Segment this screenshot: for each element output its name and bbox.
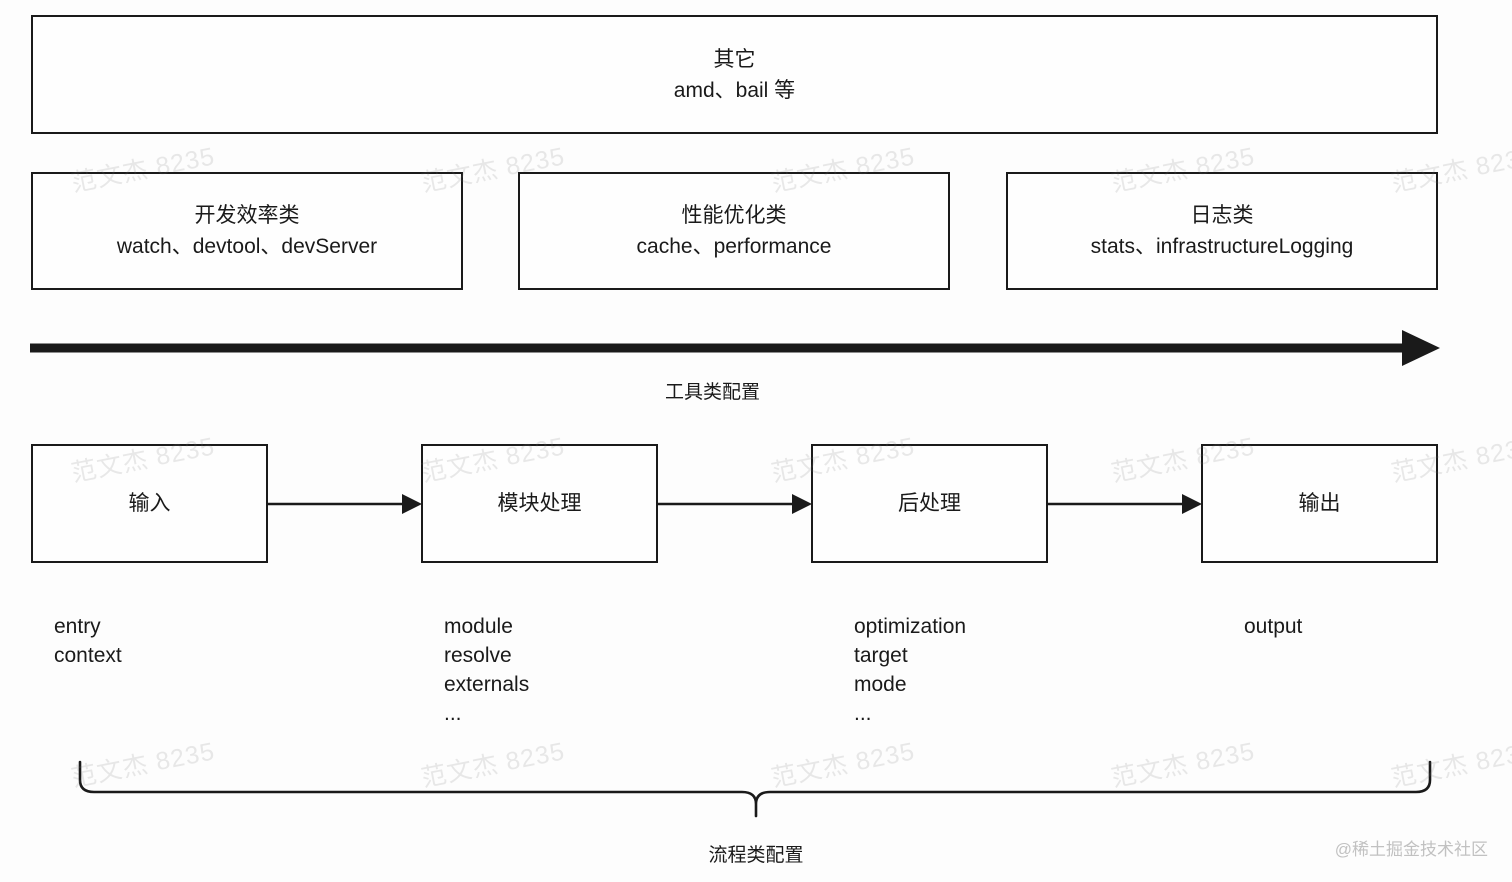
- category-box-performance: 性能优化类 cache、performance: [518, 172, 950, 290]
- option-item: target: [854, 644, 908, 667]
- option-item: mode: [854, 673, 907, 696]
- option-item: output: [1244, 615, 1303, 638]
- category-heading: 日志类: [1190, 204, 1254, 227]
- flow-config-brace: [78, 760, 1432, 818]
- other-config-box: 其它 amd、bail 等: [31, 15, 1438, 134]
- flow-box-post-processing: 后处理: [811, 444, 1048, 563]
- option-list-post-processing: optimization target mode ...: [854, 612, 966, 728]
- option-list-input: entry context: [54, 612, 122, 670]
- flow-connector-post-to-output: [1048, 494, 1202, 514]
- option-item: ...: [854, 702, 872, 725]
- flow-box-output: 输出: [1201, 444, 1438, 563]
- option-item: externals: [444, 673, 530, 696]
- option-list-module-processing: module resolve externals ...: [444, 612, 529, 728]
- flow-box-label: 模块处理: [497, 492, 582, 515]
- flow-box-label: 后处理: [898, 492, 961, 515]
- category-items: cache、performance: [636, 235, 832, 258]
- community-watermark: @稀土掘金技术社区: [1334, 840, 1488, 859]
- category-items: stats、infrastructureLogging: [1090, 235, 1354, 258]
- category-heading: 开发效率类: [194, 204, 300, 227]
- category-items: watch、devtool、devServer: [116, 235, 378, 258]
- flow-box-label: 输出: [1298, 492, 1341, 515]
- flow-box-module-processing: 模块处理: [421, 444, 658, 563]
- option-item: context: [54, 644, 122, 667]
- option-list-output: output: [1244, 612, 1302, 641]
- option-item: module: [444, 615, 513, 638]
- flow-box-input: 输入: [31, 444, 268, 563]
- flow-connector-input-to-module: [268, 494, 422, 514]
- other-config-heading: 其它: [713, 47, 756, 71]
- flow-box-label: 输入: [128, 492, 171, 515]
- category-box-logging: 日志类 stats、infrastructureLogging: [1006, 172, 1438, 290]
- option-item: resolve: [444, 644, 512, 667]
- option-item: ...: [444, 702, 462, 725]
- option-item: optimization: [854, 615, 967, 638]
- flow-config-brace-label: 流程类配置: [708, 845, 804, 866]
- tool-config-arrow-label: 工具类配置: [664, 382, 760, 403]
- other-config-items: amd、bail 等: [673, 78, 796, 102]
- category-heading: 性能优化类: [681, 204, 787, 227]
- option-item: entry: [54, 615, 101, 638]
- category-box-dev-efficiency: 开发效率类 watch、devtool、devServer: [31, 172, 463, 290]
- flow-connector-module-to-post: [658, 494, 812, 514]
- tool-config-arrow: [30, 330, 1440, 366]
